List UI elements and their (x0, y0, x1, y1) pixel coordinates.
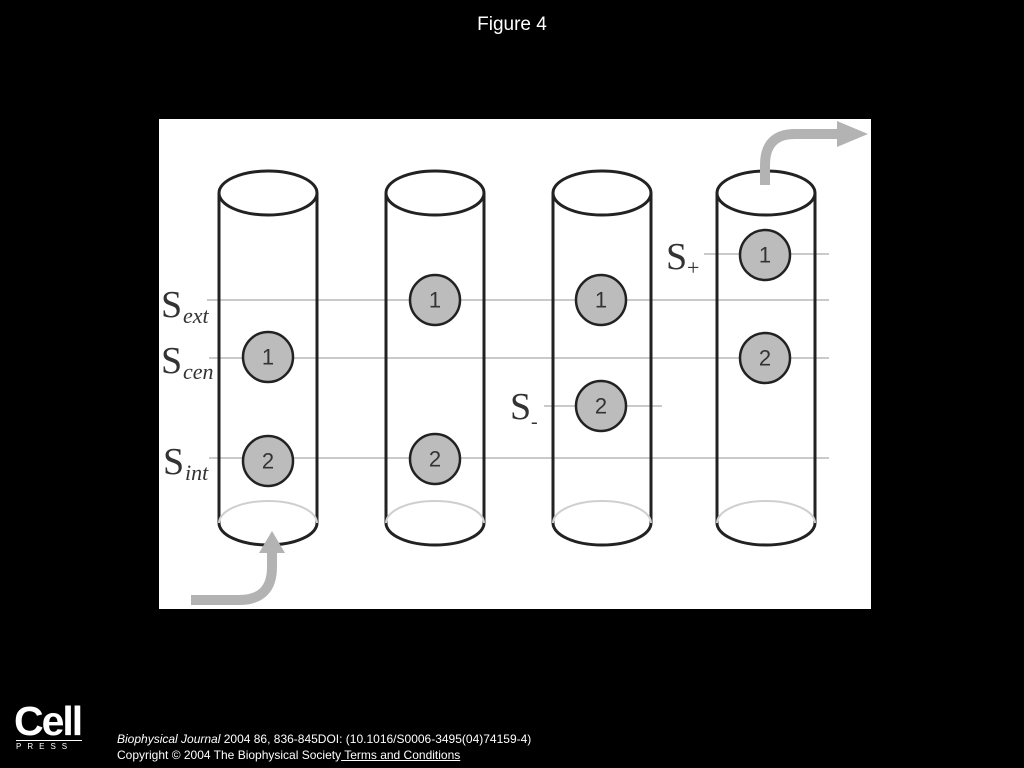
label-s-minus: S - (510, 386, 538, 433)
ion-label: 1 (759, 243, 771, 268)
ion-label: 2 (595, 394, 607, 419)
label-s-cen: S cen (161, 340, 214, 384)
ion-channel-diagram: 1 2 1 2 1 2 1 (161, 121, 868, 605)
logo-press-text: PRESS (16, 742, 74, 751)
label-s-int: S int (163, 441, 209, 485)
label-s-ext: S ext (161, 284, 210, 328)
citation-line: Biophysical Journal 2004 86, 836-845DOI:… (117, 731, 531, 747)
svg-text:+: + (687, 255, 699, 280)
logo-divider (16, 740, 82, 741)
svg-text:S: S (161, 284, 182, 326)
channel-cylinder-2 (384, 169, 486, 547)
ion-2-state-3: 2 (574, 379, 628, 433)
ion-1-state-1: 1 (241, 330, 295, 384)
ion-2-state-1: 2 (241, 434, 295, 488)
terms-link[interactable]: Terms and Conditions (341, 748, 461, 762)
ion-label: 2 (262, 449, 274, 474)
ion-1-state-4: 1 (738, 228, 792, 282)
svg-text:S: S (161, 340, 182, 382)
ion-2-state-4: 2 (738, 331, 792, 385)
svg-text:S: S (666, 236, 687, 278)
logo-wordmark: Cell (14, 698, 83, 744)
ion-2-state-2: 2 (408, 432, 462, 486)
svg-text:cen: cen (183, 359, 214, 384)
citation-details: 2004 86, 836-845DOI: (10.1016/S0006-3495… (220, 732, 532, 746)
ion-1-state-2: 1 (408, 273, 462, 327)
svg-text:-: - (531, 411, 538, 433)
channel-cylinder-3 (551, 169, 653, 547)
ion-1-state-3: 1 (574, 273, 628, 327)
svg-text:S: S (163, 441, 184, 483)
figure-title: Figure 4 (477, 14, 547, 35)
svg-text:S: S (510, 386, 531, 428)
ion-label: 1 (262, 345, 274, 370)
copyright-line: Copyright © 2004 The Biophysical Society… (117, 747, 531, 763)
ion-label: 1 (595, 288, 607, 313)
channel-cylinders (217, 169, 817, 547)
channel-cylinder-1 (217, 169, 319, 547)
ion-label: 2 (429, 447, 441, 472)
ion-label: 2 (759, 346, 771, 371)
journal-name: Biophysical Journal (117, 732, 221, 746)
citation-block: Biophysical Journal 2004 86, 836-845DOI:… (117, 731, 531, 763)
ion-label: 1 (429, 288, 441, 313)
label-s-plus: S + (666, 236, 699, 280)
copyright-text: Copyright © 2004 The Biophysical Society (117, 748, 342, 762)
svg-text:ext: ext (183, 303, 210, 328)
outflow-arrow (760, 121, 868, 185)
figure-panel: 1 2 1 2 1 2 1 (159, 119, 871, 609)
svg-text:int: int (185, 460, 209, 485)
cell-press-logo: Cell PRESS (14, 698, 86, 751)
inflow-arrow (191, 531, 285, 605)
